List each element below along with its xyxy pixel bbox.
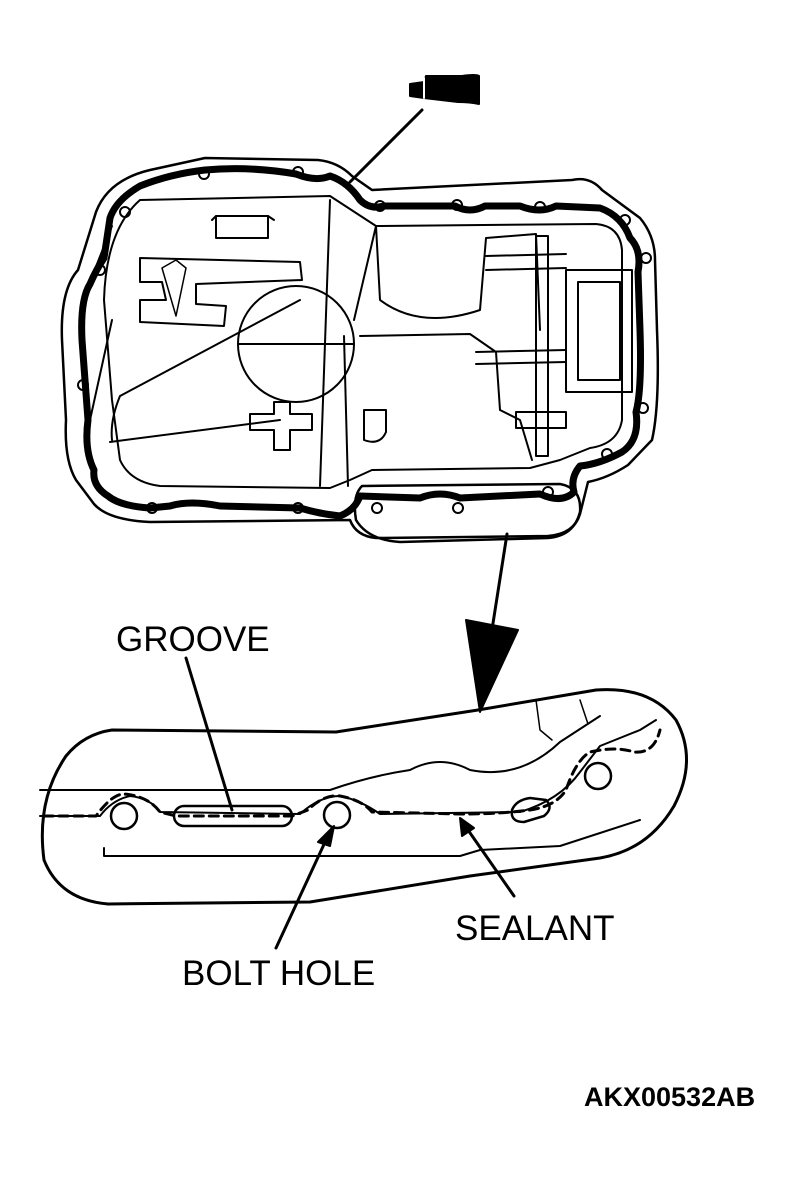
figure-code: AKX00532AB (584, 1082, 756, 1112)
detail-bolt-hole (322, 800, 352, 830)
detail-upper-edge (39, 715, 601, 791)
sealant-label: SEALANT (455, 909, 615, 948)
detail-bolt-hole (109, 801, 139, 831)
bolt-hole-leader (274, 825, 335, 950)
detail-arrow (465, 532, 519, 713)
sealant-bead-loop (78, 165, 644, 520)
enlarged-detail-view (39, 688, 688, 906)
pan-inner-body (103, 195, 623, 489)
tube-leader-line (348, 108, 424, 184)
detail-groove (510, 796, 551, 824)
oil-pan-top-view (60, 156, 660, 544)
bolt-hole-label: BOLT HOLE (182, 954, 376, 993)
groove-label: GROOVE (116, 620, 270, 659)
detail-sealant-line (42, 728, 662, 818)
groove-leader-line (184, 656, 234, 812)
detail-outline (40, 688, 688, 906)
detail-inner-edge (39, 719, 657, 817)
pan-interior-features (85, 199, 633, 487)
sealant-leader (459, 817, 516, 898)
sealant-tube-icon (409, 74, 480, 105)
detail-bolt-hole (583, 761, 613, 791)
detail-lower-edge (103, 819, 641, 857)
detail-callout-outline (353, 482, 582, 544)
pan-bolt-holes (77, 166, 652, 514)
